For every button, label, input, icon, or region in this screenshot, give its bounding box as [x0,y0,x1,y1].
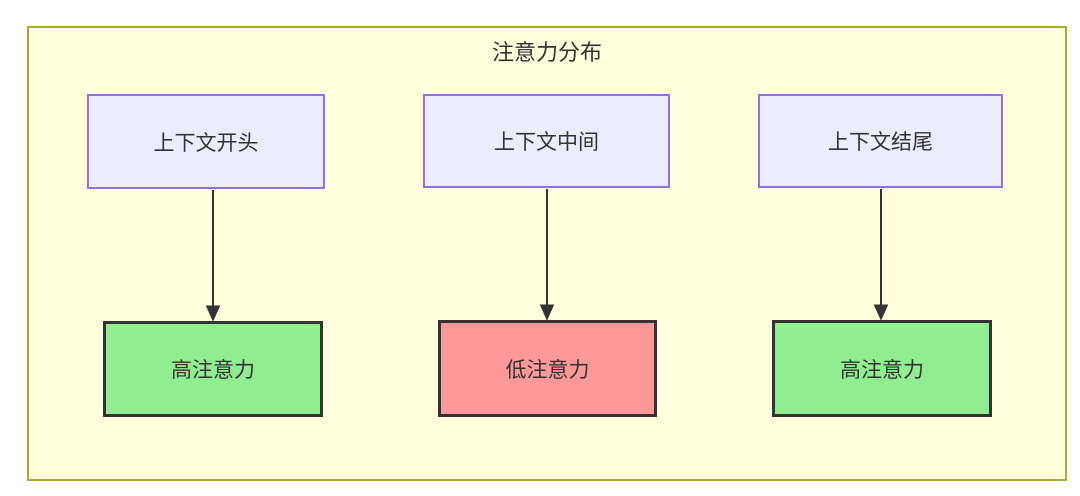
node-context-middle: 上下文中间 [423,94,670,188]
node-high-attention-2: 高注意力 [772,320,992,417]
node-context-start: 上下文开头 [87,94,325,189]
node-context-end: 上下文结尾 [758,94,1003,188]
node-high-attention-1: 高注意力 [103,321,323,417]
diagram-title: 注意力分布 [491,41,602,66]
node-low-attention: 低注意力 [438,320,657,417]
